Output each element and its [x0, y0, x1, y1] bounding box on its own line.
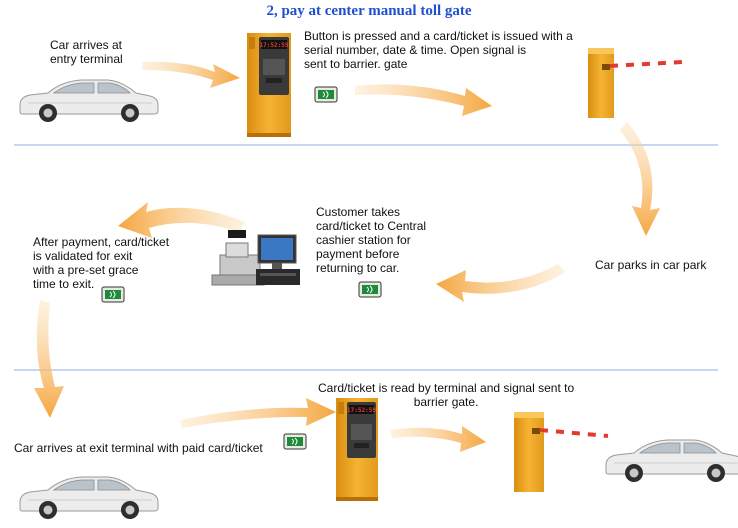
flow-arrow-icon [142, 61, 240, 88]
card-ticket-icon [314, 86, 338, 103]
ticket-terminal-icon: 17:52:59 [336, 398, 378, 501]
diagram-title: 2, pay at center manual toll gate [266, 3, 472, 19]
flow-arrow-icon [355, 84, 492, 116]
flow-arrow-icon [620, 122, 660, 236]
ticket-terminal-icon: 17:52:59 [247, 33, 291, 137]
flow-arrow-icon [180, 398, 336, 428]
barrier-gate-icon [514, 412, 609, 492]
step-entry-text: Car arrives at entry terminal [50, 38, 123, 66]
flow-arrow-icon [118, 202, 245, 238]
car-icon [605, 439, 738, 483]
flow-arrow-icon [34, 300, 64, 418]
step-read-text: Card/ticket is read by terminal and sign… [318, 381, 575, 409]
flow-arrow-icon [436, 264, 565, 302]
cashier-station-icon [211, 230, 300, 286]
card-ticket-icon [358, 281, 382, 298]
barrier-gate-icon [588, 48, 683, 118]
step-validated-text: After payment, card/ticket is validated … [33, 235, 170, 291]
card-ticket-icon [283, 433, 307, 450]
step-parks-text: Car parks in car park [595, 258, 707, 272]
step-cashier-text: Customer takes card/ticket to Central ca… [316, 205, 427, 275]
step-exit-arrive-text: Car arrives at exit terminal with paid c… [14, 441, 263, 455]
car-icon [19, 79, 159, 123]
car-icon [19, 476, 159, 520]
flow-arrow-icon [390, 426, 486, 452]
terminal-display: 17:52:59 [347, 407, 376, 414]
terminal-display: 17:52:59 [260, 42, 289, 49]
step-issue-text: Button is pressed and a card/ticket is i… [304, 29, 573, 71]
